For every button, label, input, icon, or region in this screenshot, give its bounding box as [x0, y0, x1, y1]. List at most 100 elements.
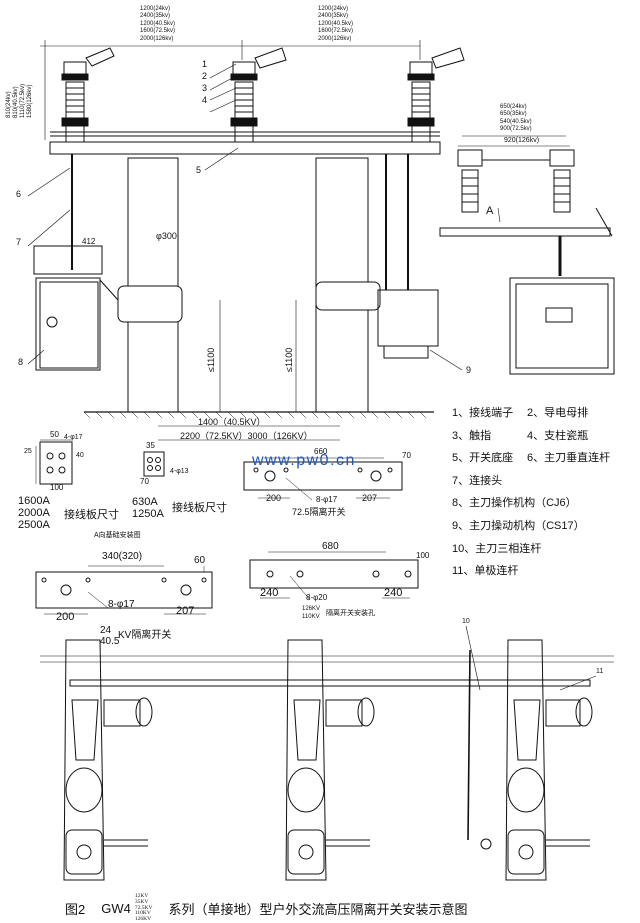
callout-7: 7	[16, 237, 22, 247]
top-right-dim-stack: 1200(24kv) 2400(35kv) 1200(40.5kv) 1600(…	[318, 6, 353, 43]
pole-2	[285, 639, 375, 881]
callout-2: 2	[202, 71, 208, 81]
legend-item: 11、单极连杆	[452, 565, 519, 578]
plate2-holes: 4-φ13	[170, 468, 189, 475]
callout-8: 8	[18, 357, 24, 367]
vertical-dim-stack: 810(24kv) 810(40.5kv) 1110(72.5kv) 1580(…	[6, 84, 46, 158]
figure-caption: 图2 GW4 12KV 35KV 72.5KV 110KV 126KV 系列（单…	[65, 893, 468, 923]
dim-text: 540(40.5kv)	[500, 118, 532, 125]
side-view-dim-stack: 650(24kv) 650(35kv) 540(40.5kv) 900(72.5…	[500, 104, 532, 134]
plate2-label-1250a: 1250A	[132, 508, 164, 520]
legend-item: 3、触指	[452, 429, 492, 442]
plate126-holes: 8-φ20	[306, 593, 328, 602]
legend-item: 2、导电母排	[527, 407, 589, 419]
plate2-dim-70: 70	[140, 477, 149, 486]
plate1-dim-100: 100	[50, 483, 64, 492]
dim-text: 2000(126kv)	[140, 35, 174, 42]
callout-3: 3	[202, 83, 208, 93]
parts-legend: 1、接线端子 2、导电母排 3、触指 4、支柱瓷瓶 5、开关底座 6、主刀垂直连杆 7…	[452, 404, 640, 585]
dim-1100-left: ≤1100	[206, 347, 216, 372]
plate-small-1	[35, 439, 73, 485]
plate-40-5kv	[35, 565, 213, 615]
watermark: www.pw0.cn	[252, 452, 356, 469]
plate725-dim-660: 660	[314, 447, 328, 456]
plate126-kv-126: 126KV	[302, 606, 321, 612]
pole-3	[505, 639, 593, 881]
dim-text: 650(35kv)	[500, 111, 527, 118]
plate1-label-2000a: 2000A	[18, 507, 50, 519]
dim-text: 2400(35kv)	[318, 13, 349, 20]
caption-kv: 110KV	[134, 910, 151, 917]
legend-item: 10、主刀三相连杆	[452, 542, 542, 555]
plate405-kv: 40.5	[100, 636, 120, 647]
dim-text: 650(24kv)	[500, 104, 527, 110]
plate405-holes: 8-φ17	[108, 599, 135, 610]
plate-126kv	[249, 551, 419, 601]
legend-row: 11、单极连杆	[452, 562, 640, 585]
caption-model: GW4	[101, 900, 131, 916]
dim-text: 1580(126kv)	[27, 84, 33, 118]
legend-row: 5、开关底座 6、主刀垂直连杆	[452, 449, 640, 472]
legend-item: 4、支柱瓷瓶	[527, 429, 589, 442]
legend-item: 5、开关底座	[452, 452, 514, 465]
plate126-dim-240-a: 240	[260, 587, 279, 599]
plate1-label-1600a: 1600A	[18, 495, 50, 507]
plate405-dim-340: 340(320)	[102, 551, 143, 562]
callout-11: 11	[596, 668, 604, 675]
caption-kv: 126KV	[134, 916, 152, 923]
plate725-holes: 8-φ17	[316, 495, 338, 504]
plate-size-title-1: 接线板尺寸	[64, 509, 119, 521]
legend-item: 9、主刀操动机构（CS17）	[452, 519, 585, 532]
plate-size-title-2: 接线板尺寸	[172, 502, 227, 514]
plate1-dim-25: 25	[24, 448, 32, 455]
plate2-dim-35: 35	[146, 441, 155, 450]
callout-1: 1	[202, 59, 208, 69]
plate405-dim-24: 24	[100, 625, 112, 636]
dim-text: 1600(72.5kv)	[318, 28, 354, 35]
plate725-dim-200: 200	[266, 493, 282, 503]
plate2-label-630a: 630A	[132, 496, 158, 508]
insulator-middle	[230, 47, 287, 143]
callout-4: 4	[202, 95, 208, 105]
plate126-label: 隔离开关安装孔	[326, 610, 375, 617]
pole-1	[63, 639, 153, 881]
legend-item: 1、接线端子	[452, 407, 514, 419]
installation-view	[40, 625, 614, 881]
caption-suffix: 系列（单接地）型户外交流高压隔离开关安装示意图	[168, 901, 468, 917]
plate405-dim-207: 207	[176, 605, 195, 617]
legend-item: 7、连接头	[452, 474, 503, 487]
dim-1400: 1400（40.5KV）	[198, 417, 266, 427]
legend-item: 6、主刀垂直连杆	[527, 452, 611, 465]
insulator-right	[407, 47, 465, 143]
plate725-dim-70: 70	[402, 451, 411, 460]
plate126-dim-240-b: 240	[384, 587, 403, 599]
side-view	[439, 135, 615, 375]
legend-row: 7、连接头	[452, 472, 640, 495]
legend-row: 8、主刀操作机构（CJ6）	[452, 494, 640, 517]
plate1-dim-50: 50	[50, 430, 59, 439]
plate725-label: 72.5隔离开关	[292, 507, 346, 517]
callout-9: 9	[466, 365, 472, 375]
plate405-dim-60: 60	[194, 555, 206, 566]
dim-text: 2000(126kv)	[318, 35, 352, 42]
legend-row: 9、主刀操动机构（CS17）	[452, 517, 640, 540]
plate126-dim-680: 680	[322, 541, 339, 552]
a-view-title: A向基础安装图	[94, 532, 141, 539]
dim-2200-3000: 2200（72.5KV）3000（126KV）	[180, 431, 313, 441]
plate-72-5kv	[243, 457, 403, 501]
legend-row: 1、接线端子 2、导电母排	[452, 404, 640, 427]
plate405-dim-200: 200	[56, 611, 75, 623]
plate126-kv-110: 110KV	[302, 614, 320, 620]
insulator-left	[61, 47, 115, 143]
plate405-label: KV隔离开关	[118, 630, 172, 641]
plate126-dim-100: 100	[416, 551, 430, 560]
callout-10: 10	[462, 618, 470, 625]
dim-text: 1200(40.5kv)	[140, 20, 176, 27]
plate-small-2	[143, 451, 165, 477]
caption-prefix: 图2	[65, 901, 86, 917]
plate1-dim-40: 40	[76, 452, 84, 459]
dim-text: 900(72.5kv)	[500, 126, 532, 133]
plate1-label-2500a: 2500A	[18, 519, 50, 531]
